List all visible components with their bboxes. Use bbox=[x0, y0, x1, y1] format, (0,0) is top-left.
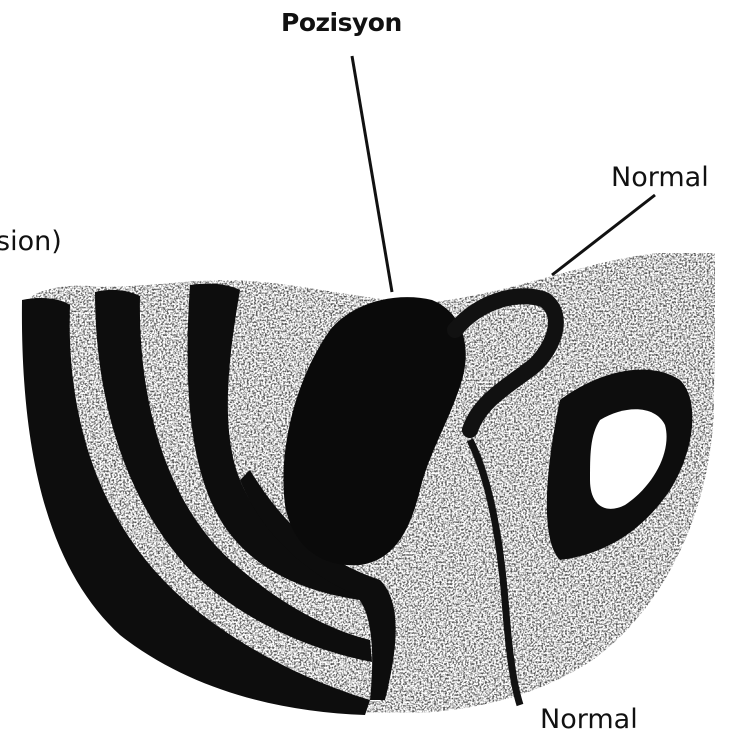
leader-line-title bbox=[352, 56, 392, 292]
label-partial-left: sion) bbox=[0, 228, 62, 255]
label-normal-top: Normal bbox=[611, 164, 709, 191]
diagram-title: Pozisyon bbox=[281, 10, 402, 35]
label-normal-bottom: Normal bbox=[540, 706, 638, 733]
